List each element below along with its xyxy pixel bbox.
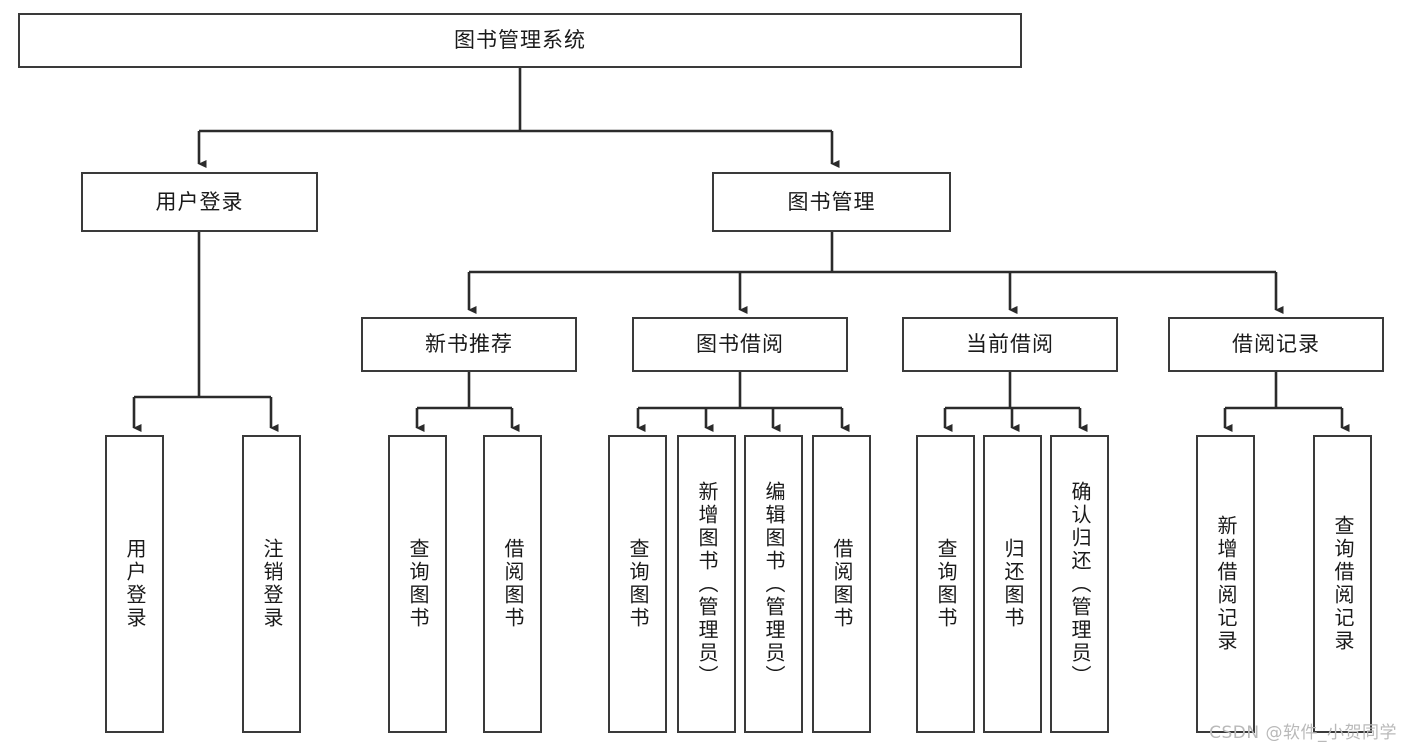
node-label: 当前借阅: [966, 332, 1054, 357]
node-label: 图书借阅: [696, 332, 784, 357]
leaf-book-borrow-add-book-admin[interactable]: 新增图书（管理员）: [677, 435, 736, 733]
leaf-user-login-login[interactable]: 用户登录: [105, 435, 164, 733]
node-current-borrow[interactable]: 当前借阅: [902, 317, 1118, 372]
leaf-current-borrow-confirm-return-admin[interactable]: 确认归还（管理员）: [1050, 435, 1109, 733]
node-root-book-management-system[interactable]: 图书管理系统: [18, 13, 1022, 68]
node-label: 图书管理: [787, 189, 876, 214]
node-label: 归还图书: [1001, 538, 1025, 630]
node-label: 查询图书: [626, 538, 650, 630]
node-book-management[interactable]: 图书管理: [712, 172, 951, 232]
leaf-book-borrow-borrow-book[interactable]: 借阅图书: [812, 435, 871, 733]
node-label: 借阅图书: [501, 538, 525, 630]
node-label: 用户登录: [155, 189, 244, 214]
csdn-watermark: CSDN @软件_小贺同学: [1209, 723, 1397, 743]
node-label: 用户登录: [123, 538, 147, 630]
leaf-new-book-query-book[interactable]: 查询图书: [388, 435, 447, 733]
node-label: 查询图书: [934, 538, 958, 630]
node-label: 确认归还（管理员）: [1068, 480, 1092, 688]
leaf-borrow-record-query-record[interactable]: 查询借阅记录: [1313, 435, 1372, 733]
node-label: 借阅记录: [1232, 332, 1320, 357]
leaf-current-borrow-return-book[interactable]: 归还图书: [983, 435, 1042, 733]
node-label: 注销登录: [260, 538, 284, 630]
node-new-book-recommend[interactable]: 新书推荐: [361, 317, 577, 372]
node-book-borrow[interactable]: 图书借阅: [632, 317, 848, 372]
leaf-user-login-logout[interactable]: 注销登录: [242, 435, 301, 733]
node-label: 编辑图书（管理员）: [762, 480, 786, 688]
leaf-book-borrow-query-book[interactable]: 查询图书: [608, 435, 667, 733]
node-label: 新书推荐: [425, 332, 513, 357]
node-user-login[interactable]: 用户登录: [81, 172, 318, 232]
leaf-book-borrow-edit-book-admin[interactable]: 编辑图书（管理员）: [744, 435, 803, 733]
node-label: 查询借阅记录: [1331, 515, 1355, 653]
leaf-new-book-borrow-book[interactable]: 借阅图书: [483, 435, 542, 733]
node-label: 新增图书（管理员）: [695, 480, 719, 688]
leaf-current-borrow-query-book[interactable]: 查询图书: [916, 435, 975, 733]
node-borrow-record[interactable]: 借阅记录: [1168, 317, 1384, 372]
node-label: 查询图书: [406, 538, 430, 630]
node-label: 新增借阅记录: [1214, 515, 1238, 653]
node-label: 图书管理系统: [454, 28, 586, 53]
leaf-borrow-record-add-record[interactable]: 新增借阅记录: [1196, 435, 1255, 733]
node-label: 借阅图书: [830, 538, 854, 630]
